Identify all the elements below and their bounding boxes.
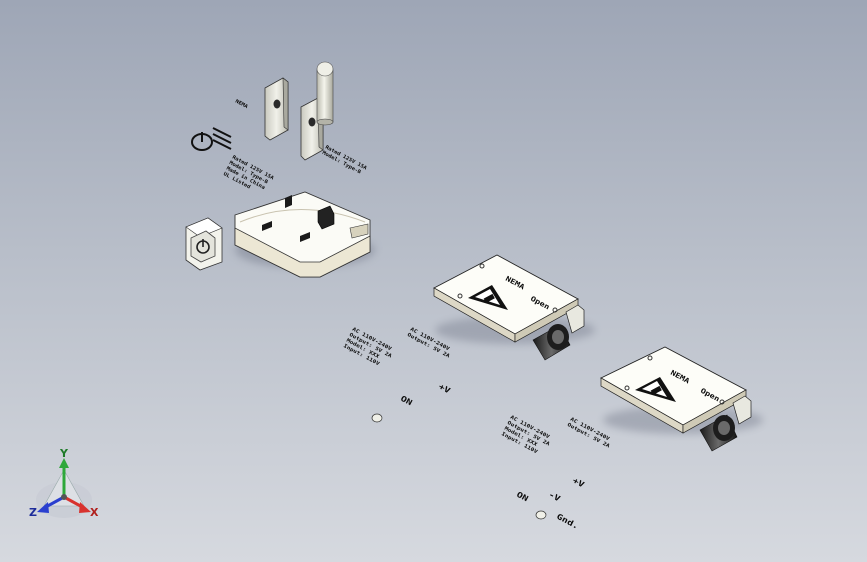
svg-text:Gnd.: Gnd.	[555, 513, 580, 532]
y-axis-head	[59, 458, 69, 468]
x-axis-head	[79, 502, 91, 513]
svg-text:+V: +V	[437, 383, 452, 397]
warning-triangle-icon	[635, 377, 676, 402]
indicator-dot-b	[535, 510, 547, 520]
plug-engraving-text: NEMA	[234, 99, 249, 111]
svg-text:-V: -V	[547, 491, 562, 505]
y-axis-arrow	[59, 458, 69, 497]
prong-blade-left[interactable]	[264, 77, 289, 141]
warning-triangle-icon	[468, 285, 508, 310]
outlet-slot-right	[300, 232, 310, 242]
plus-v-label-b: +V	[571, 477, 586, 491]
outlet-slot-left	[262, 221, 272, 231]
z-axis-head	[37, 502, 49, 513]
plug-model-text: Rated 125V 15A Model: Type-B	[321, 145, 368, 176]
module-a-roller	[532, 324, 571, 361]
z-axis-label: Z	[29, 506, 37, 519]
x-axis-label: X	[90, 506, 99, 519]
module-b-bracket	[732, 395, 752, 425]
switch-button-cap[interactable]	[185, 217, 223, 271]
z-axis-arrow	[37, 495, 65, 513]
module-a-bracket	[565, 304, 585, 334]
svg-text:ON: ON	[399, 395, 414, 408]
svg-text:NEMA: NEMA	[234, 99, 249, 111]
on-label-b: ON	[515, 491, 530, 504]
indicator-dot-a	[371, 413, 383, 423]
outlet-ground-hole	[285, 195, 335, 230]
plug-spec-text-block: Rated 125V 15A Model: Type-B Made in Chi…	[222, 155, 275, 191]
minus-v-label: -V	[547, 491, 562, 505]
module-a-spec-text: AC 110V-240V Output: 5V 2A Model: XXX In…	[342, 327, 393, 368]
connector-module-b[interactable]: NEMA Open	[600, 346, 763, 452]
svg-text:+V: +V	[571, 477, 586, 491]
module-b-roller	[699, 414, 738, 452]
module-b-spec-text: AC 110V-240V Output: 5V 2A Model: XXX In…	[500, 415, 551, 456]
power-button-icon	[196, 239, 210, 254]
gnd-label: Gnd.	[555, 513, 580, 532]
plus-v-label-a: +V	[437, 383, 452, 397]
connector-module-a[interactable]: NEMA Open	[433, 254, 595, 361]
orientation-triad[interactable]: Y X Z	[29, 447, 99, 519]
power-symbol-icon	[191, 127, 232, 151]
on-label-a: ON	[399, 395, 414, 408]
x-axis-arrow	[63, 495, 91, 513]
svg-text:ON: ON	[515, 491, 530, 504]
y-axis-label: Y	[59, 447, 69, 460]
ground-pin[interactable]	[316, 61, 334, 126]
outlet-face-body[interactable]	[234, 191, 375, 278]
